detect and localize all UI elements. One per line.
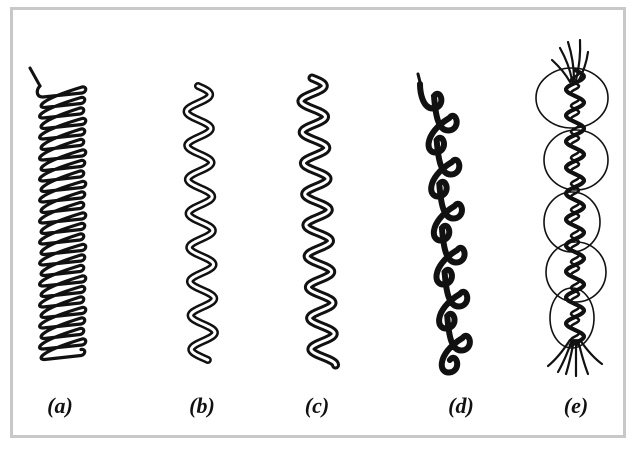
panel-a-coil <box>28 66 88 362</box>
panel-e-braid <box>535 38 609 378</box>
panel-label-e: (e) <box>563 393 589 418</box>
panel-label-b: (b) <box>189 393 215 418</box>
panel-c-wave <box>296 73 340 370</box>
panel-label-a: (a) <box>47 393 73 418</box>
panel-d-loops <box>416 72 473 376</box>
panel-b-wave <box>182 82 219 364</box>
panel-label-c: (c) <box>304 393 330 418</box>
panel-label-d: (d) <box>448 393 474 418</box>
